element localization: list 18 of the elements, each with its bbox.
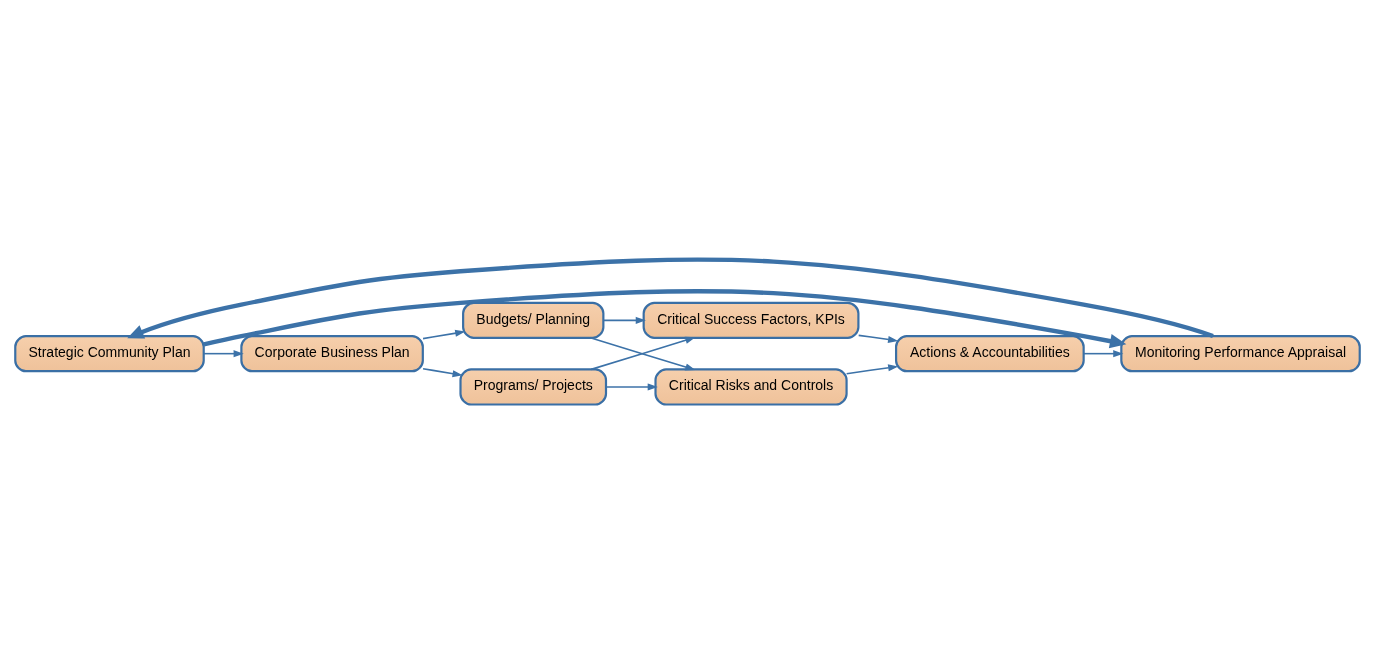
node-box: Critical Risks and Controls [654, 367, 848, 406]
node-box: Monitoring Performance Appraisal [1120, 334, 1361, 372]
arrow [605, 382, 658, 391]
arrow [1083, 349, 1124, 357]
arrow [422, 329, 466, 339]
arrow [202, 349, 244, 357]
node-box: Critical Success Factors, KPIs [642, 301, 860, 339]
arrow [590, 336, 696, 370]
node-box: Actions & Accountabilities [895, 334, 1085, 372]
node-box: Budgets/ Planning [462, 301, 605, 339]
node-box: Programs/ Projects [459, 367, 608, 406]
arrow [602, 316, 646, 324]
arrow [845, 363, 899, 374]
node-box: Corporate Business Plan [240, 334, 424, 372]
node-box: Strategic Community Plan [14, 334, 205, 372]
arrow [422, 367, 463, 377]
arrow [857, 334, 899, 343]
arrow [203, 288, 1127, 348]
